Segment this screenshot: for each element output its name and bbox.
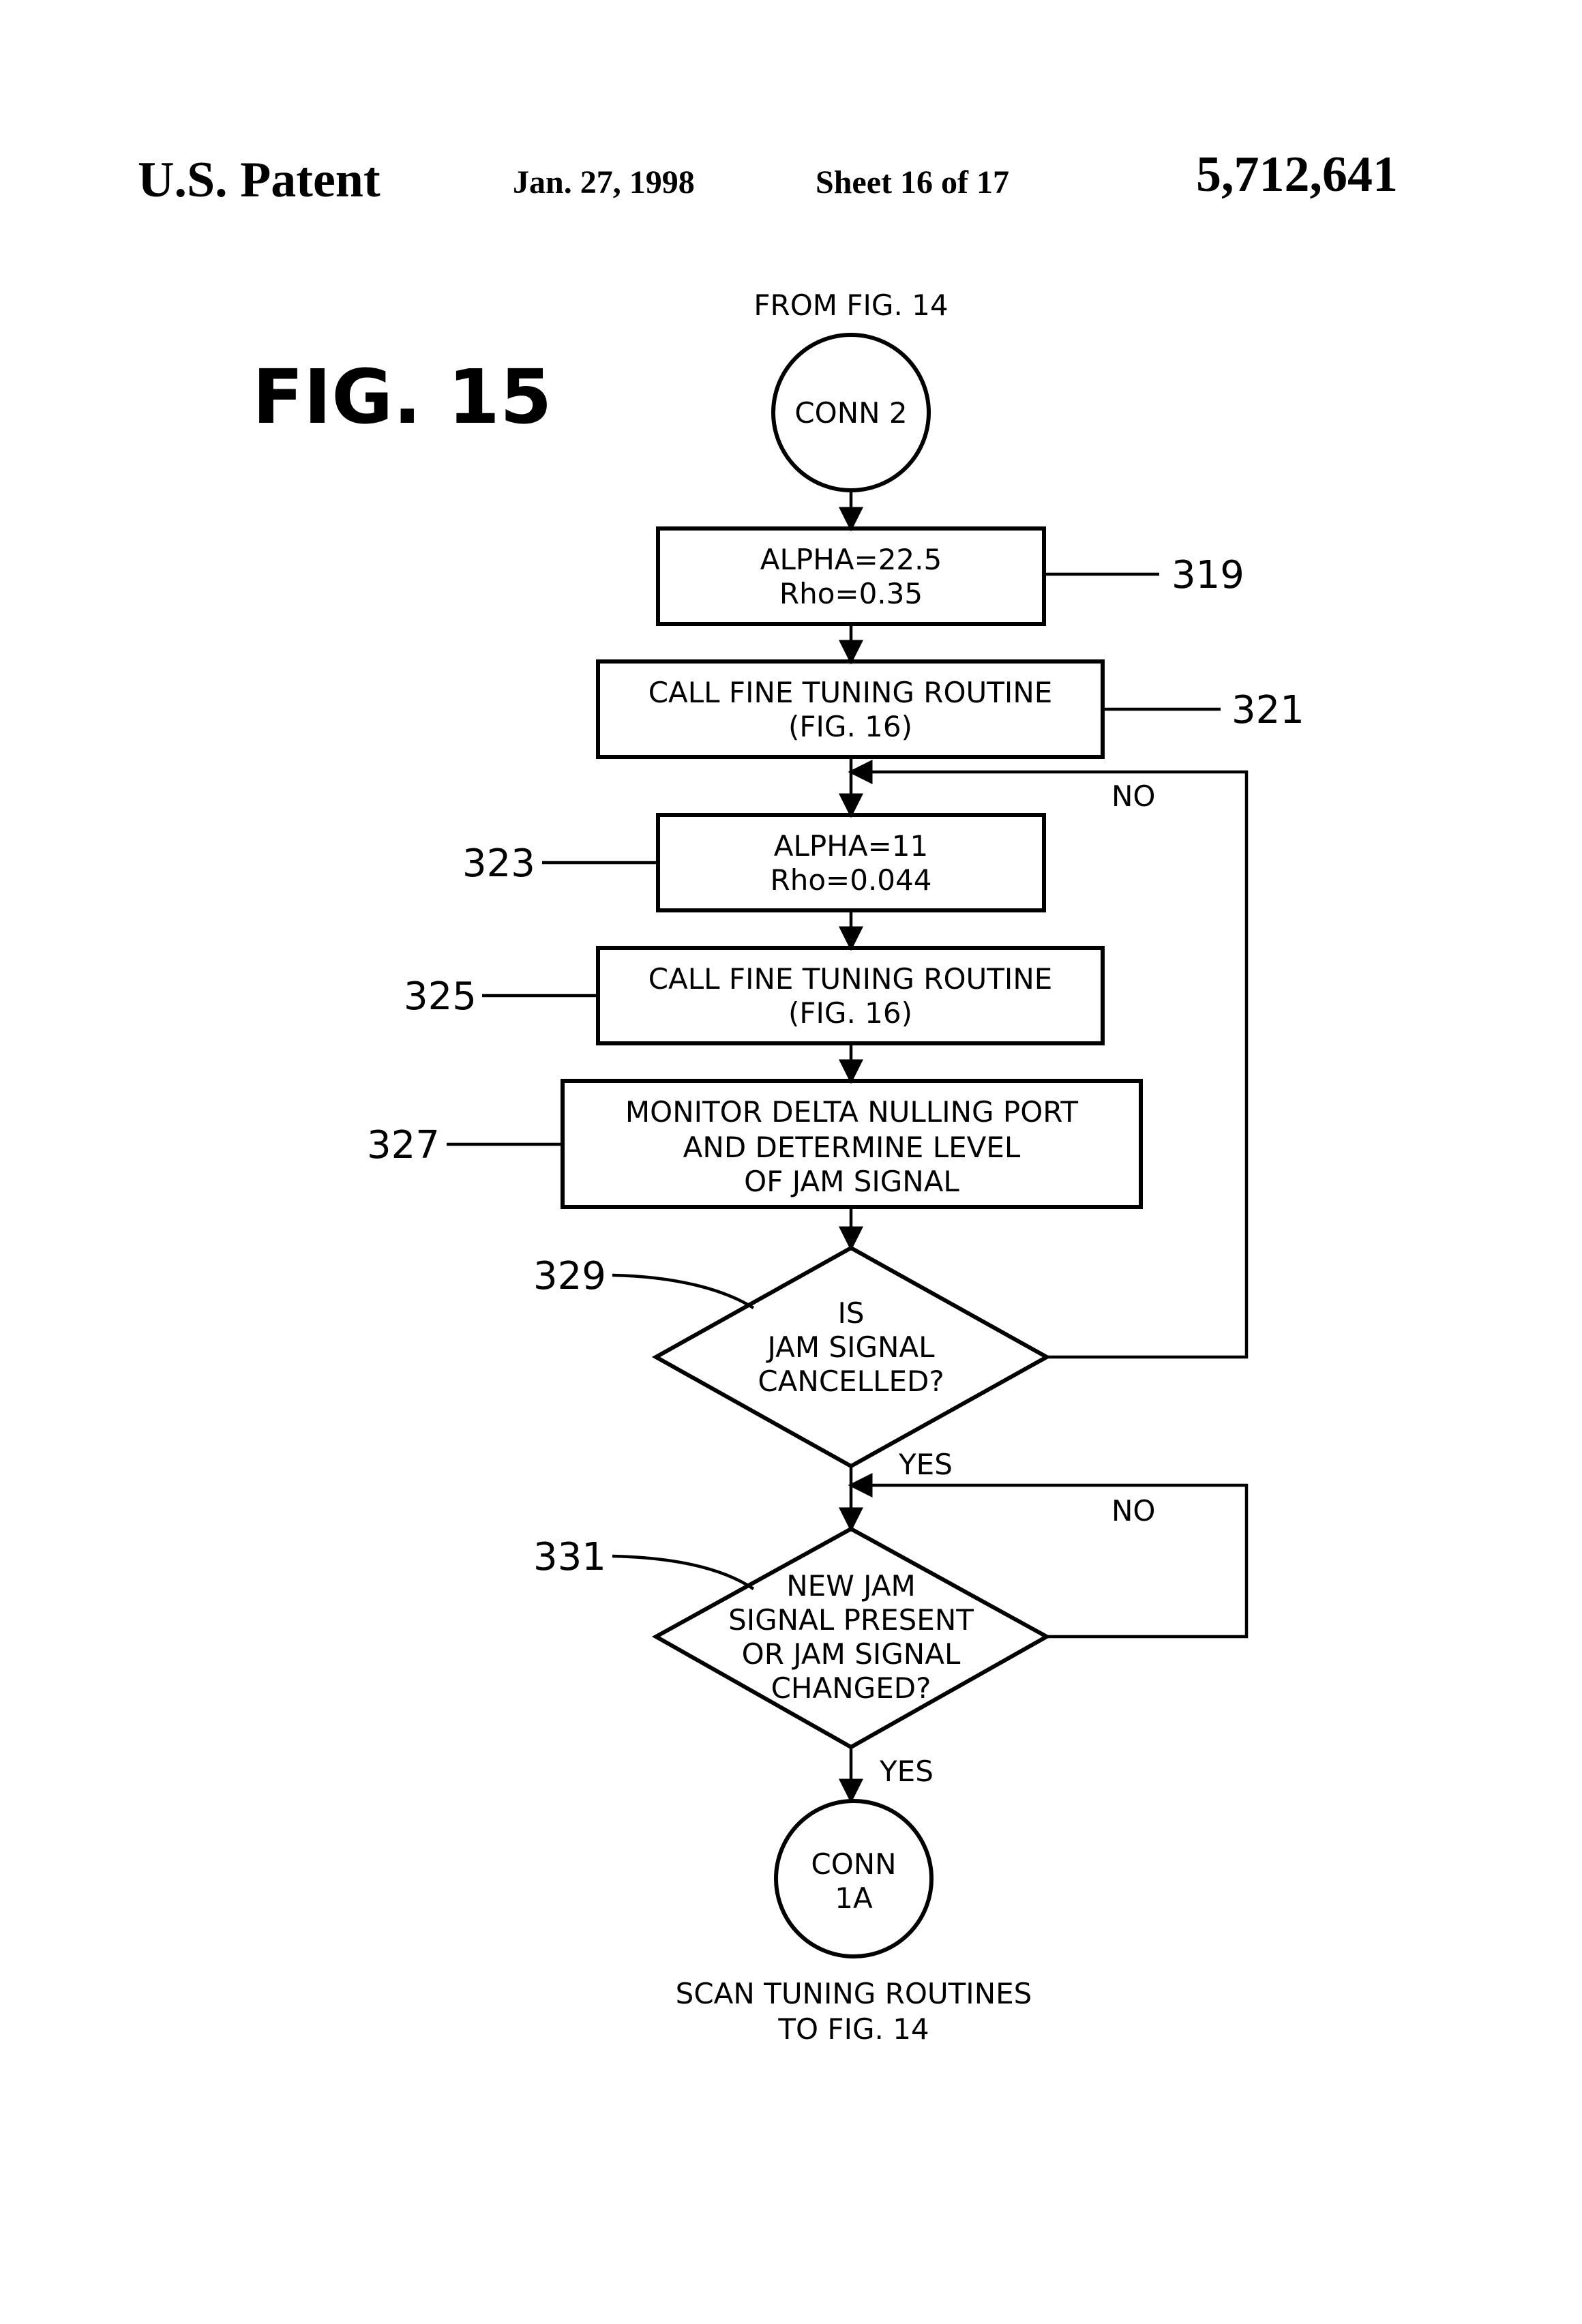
process-box-321: CALL FINE TUNING ROUTINE (FIG. 16) [598,661,1103,757]
svg-text:CONN: CONN [811,1847,896,1881]
ref-leader [612,1275,753,1308]
svg-text:Rho=0.044: Rho=0.044 [771,863,932,897]
process-box-327: MONITOR DELTA NULLING PORT AND DETERMINE… [563,1081,1141,1207]
svg-text:(FIG. 16): (FIG. 16) [788,710,912,743]
yes-label-331: YES [879,1755,934,1788]
from-label: FROM FIG. 14 [753,288,948,322]
svg-text:MONITOR DELTA NULLING PORT: MONITOR DELTA NULLING PORT [625,1095,1078,1129]
svg-text:Rho=0.35: Rho=0.35 [779,577,923,610]
ref-323: 323 [462,841,535,886]
process-box-323: ALPHA=11 Rho=0.044 [658,815,1044,910]
yes-label-329: YES [898,1448,953,1481]
svg-text:AND DETERMINE LEVEL: AND DETERMINE LEVEL [683,1131,1021,1164]
start-connector-label: CONN 2 [794,396,907,430]
svg-text:NEW JAM: NEW JAM [786,1569,915,1603]
svg-text:CANCELLED?: CANCELLED? [758,1365,944,1398]
ref-327: 327 [367,1123,440,1167]
no-label-331: NO [1111,1494,1155,1528]
process-box-319: ALPHA=22.5 Rho=0.35 [658,528,1044,624]
ref-319: 319 [1171,553,1244,597]
start-connector: CONN 2 [773,335,929,490]
end-connector: CONN 1A [776,1801,931,1956]
end-label-line2: TO FIG. 14 [777,2012,929,2046]
process-box-325: CALL FINE TUNING ROUTINE (FIG. 16) [598,948,1103,1043]
svg-text:ALPHA=11: ALPHA=11 [774,829,928,863]
svg-text:ALPHA=22.5: ALPHA=22.5 [760,543,942,576]
svg-text:IS: IS [837,1296,864,1330]
svg-text:SIGNAL PRESENT: SIGNAL PRESENT [728,1603,974,1637]
svg-text:OR JAM SIGNAL: OR JAM SIGNAL [742,1637,961,1671]
decision-329: IS JAM SIGNAL CANCELLED? [656,1248,1047,1466]
svg-text:1A: 1A [835,1881,873,1915]
no-label-329: NO [1111,779,1155,813]
ref-321: 321 [1232,688,1304,732]
decision-331: NEW JAM SIGNAL PRESENT OR JAM SIGNAL CHA… [656,1529,1047,1747]
ref-331: 331 [533,1535,606,1579]
ref-leader [612,1556,753,1589]
figure-title: FIG. 15 [252,353,552,441]
svg-text:CALL FINE TUNING ROUTINE: CALL FINE TUNING ROUTINE [648,676,1053,709]
ref-329: 329 [533,1254,606,1298]
svg-text:(FIG. 16): (FIG. 16) [788,996,912,1030]
svg-text:JAM SIGNAL: JAM SIGNAL [765,1330,935,1364]
ref-325: 325 [404,974,477,1019]
svg-text:OF JAM SIGNAL: OF JAM SIGNAL [744,1165,959,1198]
svg-text:CALL FINE TUNING ROUTINE: CALL FINE TUNING ROUTINE [648,962,1053,996]
end-label-line1: SCAN TUNING ROUTINES [676,1977,1032,2010]
svg-text:CHANGED?: CHANGED? [771,1671,931,1705]
